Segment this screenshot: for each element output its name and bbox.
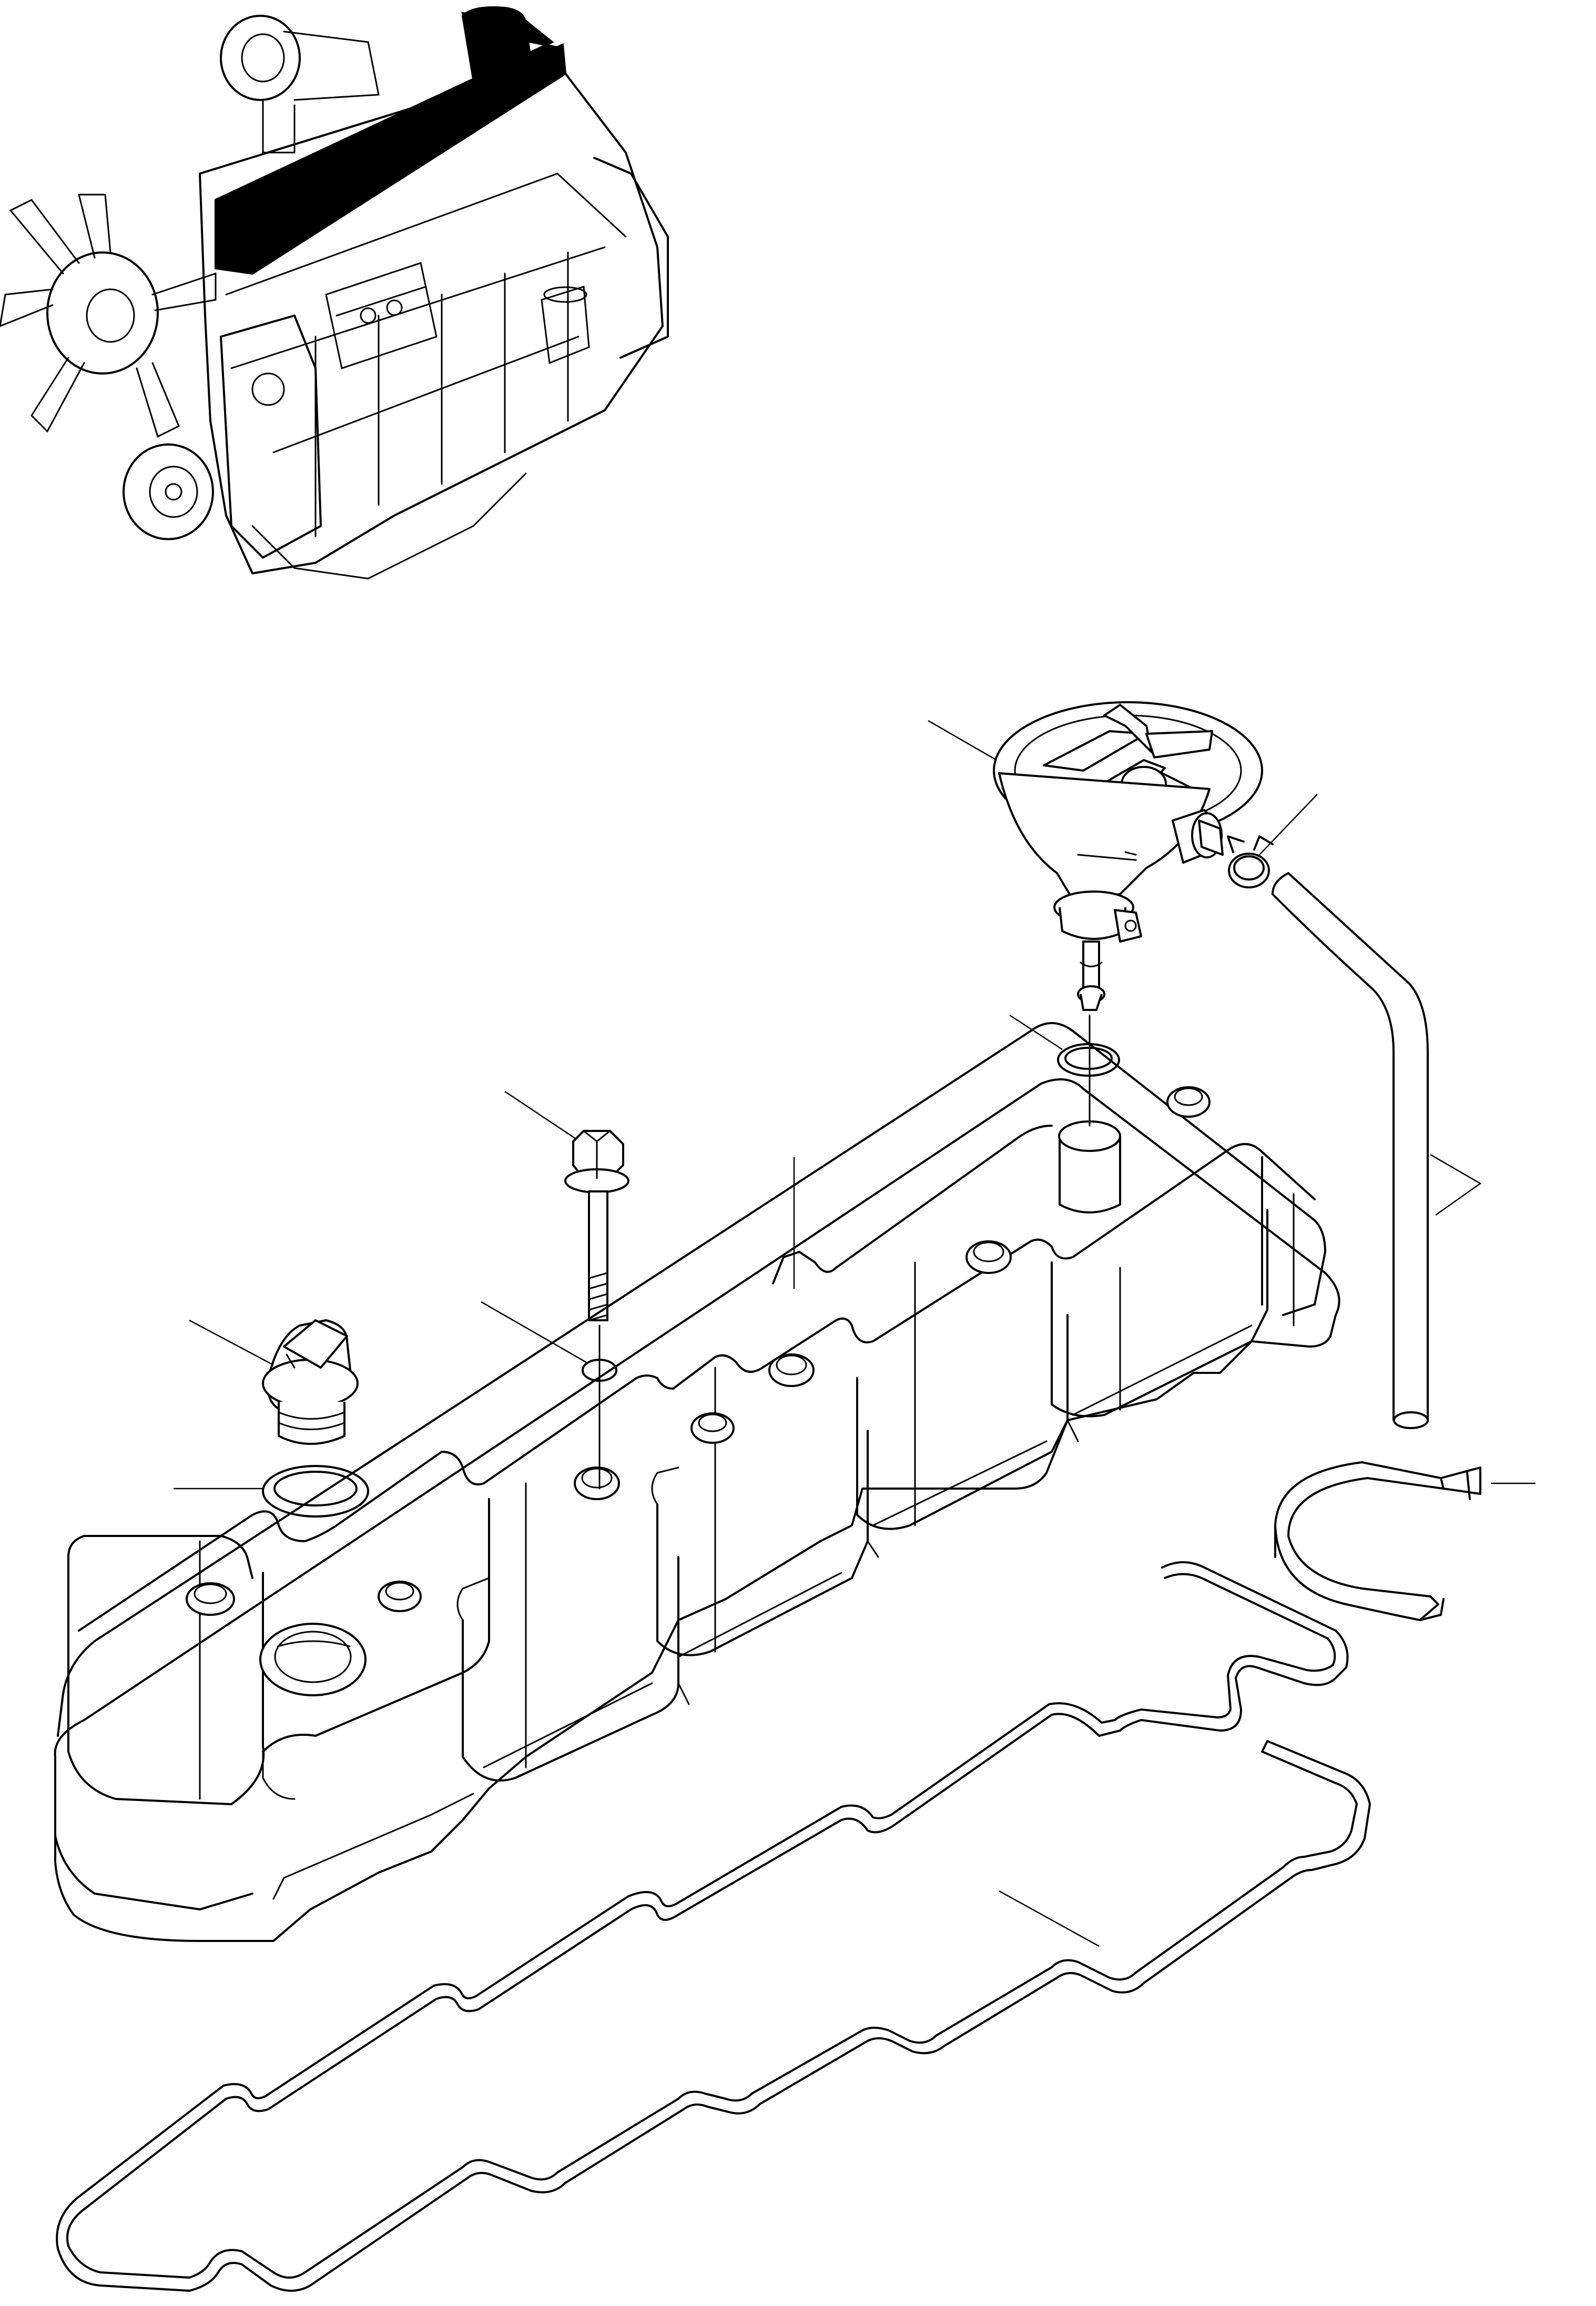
engine-locator-icon bbox=[0, 6, 669, 580]
hose-band-clamp bbox=[1274, 1461, 1481, 1621]
crankcase-breather bbox=[993, 701, 1263, 1011]
oil-filler-cap bbox=[262, 1319, 359, 1445]
breather-hose bbox=[1272, 872, 1429, 1429]
engine-fan-icon bbox=[0, 194, 217, 438]
cover-boss-studs bbox=[186, 1086, 1211, 1616]
cover-bolt bbox=[564, 1130, 629, 1321]
cover-gasket bbox=[56, 1561, 1371, 2292]
rocker-valve-cover bbox=[54, 1022, 1340, 1942]
hose-clip bbox=[1227, 835, 1274, 888]
callout-leader-lines bbox=[174, 720, 1536, 1947]
filler-cap-seal bbox=[262, 1465, 369, 1518]
